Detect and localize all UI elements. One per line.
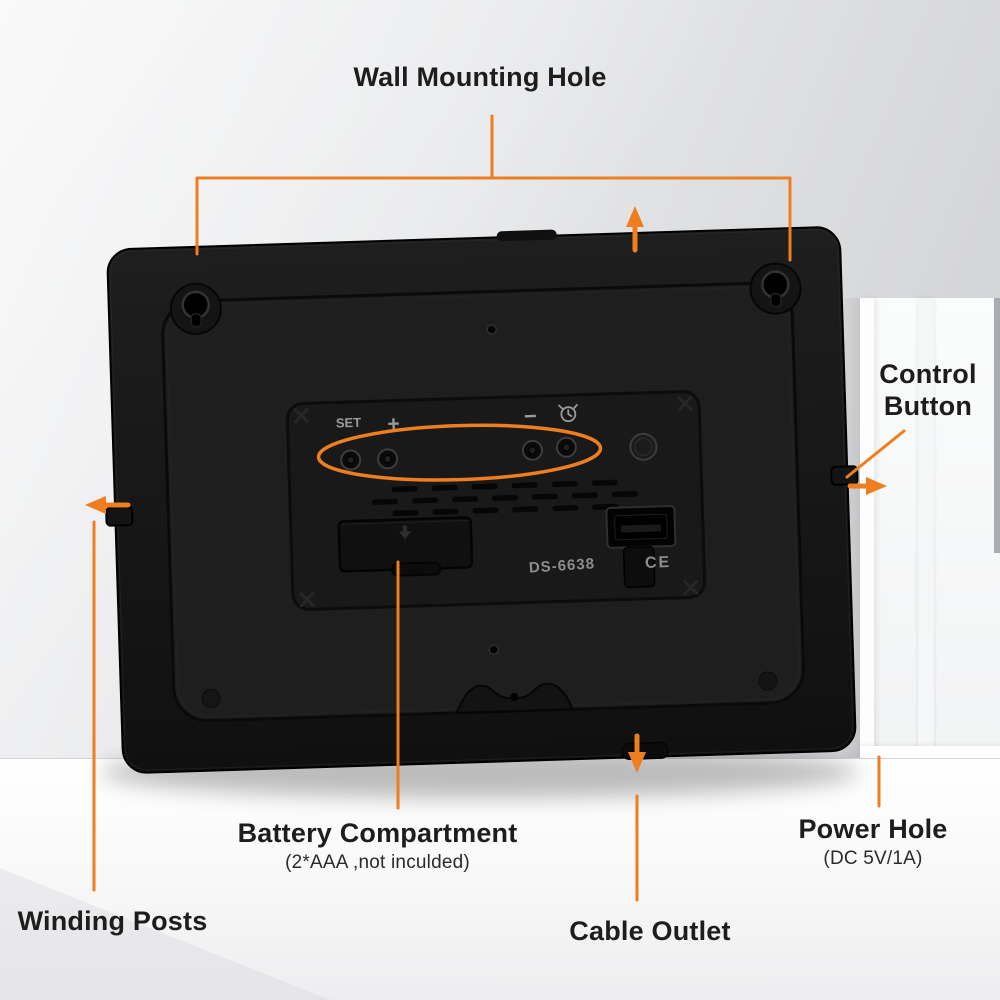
table-surface: [0, 758, 1000, 1000]
winding-posts-label: Winding Posts: [17, 906, 208, 936]
dial-button[interactable]: [629, 432, 658, 461]
screw: [488, 644, 499, 655]
set-button[interactable]: [340, 449, 362, 471]
down-arrow: [628, 733, 646, 773]
plug: [622, 545, 656, 589]
battery-compartment-title: Battery Compartment: [237, 818, 518, 848]
alarm-button[interactable]: [555, 436, 577, 458]
wall-mounting-hole-right: [749, 262, 802, 315]
left-arrow: [85, 496, 131, 514]
control-buttons[interactable]: [340, 436, 577, 471]
minus-button[interactable]: [521, 439, 543, 461]
cable-outlet-label: Cable Outlet: [569, 916, 731, 946]
control-button-line: [845, 429, 906, 479]
plus-button[interactable]: [377, 448, 399, 470]
model-marking: DS-6638: [528, 555, 595, 576]
panel-corner-clips: [293, 395, 699, 608]
control-button-label-line2: Button: [883, 391, 973, 422]
wall-mounting-bracket: [195, 114, 792, 262]
plate-scallop: [758, 671, 778, 691]
plate-scallop: [201, 689, 221, 709]
power-hole-label: Power Hole (DC 5V/1A): [788, 814, 958, 870]
power-hole-subtitle: (DC 5V/1A): [823, 848, 923, 869]
screw: [486, 324, 497, 335]
control-button-label-line1: Control: [879, 359, 977, 389]
window-frame: [860, 298, 874, 762]
right-arrow: [847, 477, 887, 495]
battery-compartment-label: Battery Compartment (2*AAA ,not inculded…: [195, 818, 560, 874]
wall-mounting-hole-left: [169, 282, 222, 335]
battery-compartment-subtitle: (2*AAA ,not inculded): [285, 852, 470, 873]
cable-outlet-notch: [621, 741, 669, 760]
winding-post-left: [105, 506, 134, 527]
up-arrow: [626, 206, 644, 253]
control-button-label: Control Button: [856, 358, 1000, 423]
ce-marking: CE: [645, 554, 672, 572]
winding-post-right: [830, 465, 859, 486]
cable-channel-hole: [510, 693, 519, 702]
alarm-clock-icon: [558, 404, 578, 423]
direction-arrows: [85, 206, 887, 773]
power-hole-port[interactable]: [605, 505, 677, 589]
power-hole-title: Power Hole: [798, 814, 948, 844]
control-buttons-highlight: [316, 423, 603, 482]
callout-lines: [92, 114, 906, 902]
wall-mounting-hole-label: Wall Mounting Hole: [353, 62, 607, 92]
battery-latch[interactable]: [391, 561, 442, 577]
battery-compartment[interactable]: [337, 516, 474, 577]
top-bump: [496, 229, 557, 242]
clock-back-device: SET + −: [105, 226, 859, 774]
window-edge: [994, 298, 1000, 554]
minus-label: −: [524, 403, 538, 428]
window-mullion: [918, 298, 934, 762]
speaker-vents: [372, 479, 638, 517]
set-label: SET: [336, 415, 362, 431]
